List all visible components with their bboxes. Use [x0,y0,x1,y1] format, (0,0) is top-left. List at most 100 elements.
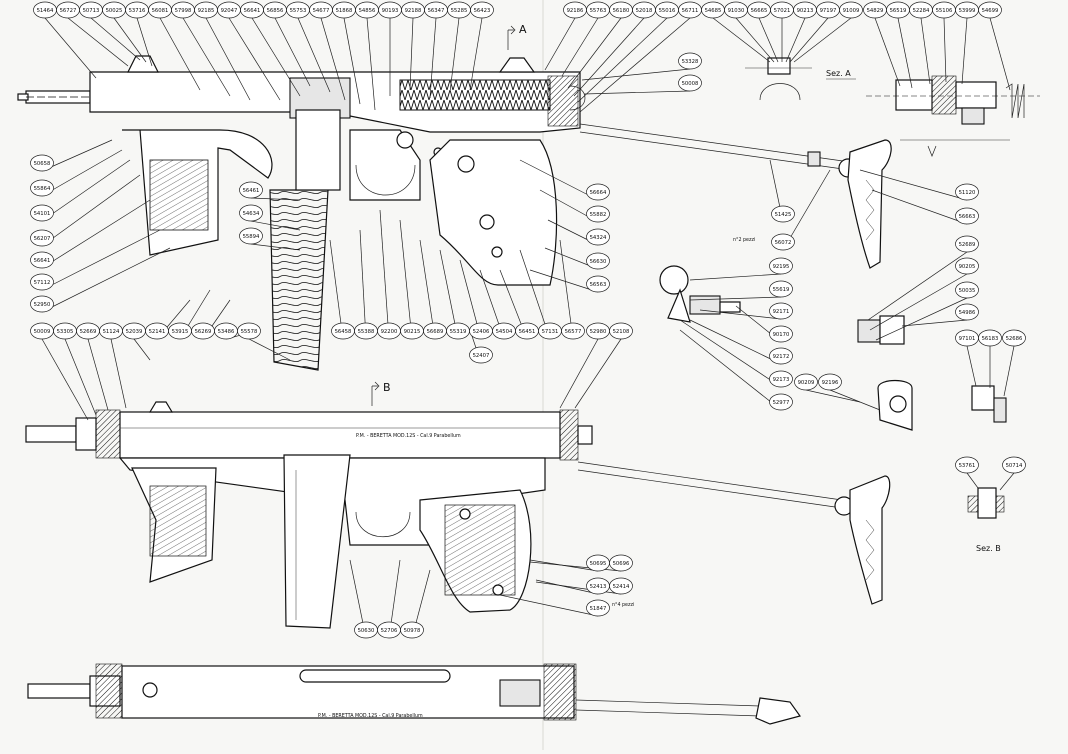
callout-b19: 56451 [515,322,539,340]
callout-bubble [239,227,263,245]
callout-b18: 54504 [492,322,516,340]
callout-bubble [771,205,795,223]
callout-bubble [469,346,493,364]
callout-t23: 56180 [609,1,633,19]
part-number: 55619 [773,287,790,293]
callout-bubble [30,154,54,172]
leader-line-n1 [966,472,979,489]
safety-exploded-detail: Sez. B [659,265,1007,553]
leader-line-t26 [579,17,691,113]
callout-b24: 52407 [469,346,493,364]
leader-line-r1 [581,68,691,81]
callout-bubble [237,322,261,340]
leader-line-s2 [871,189,968,225]
part-number: 52669 [80,329,97,335]
part-number: 92196 [822,380,839,386]
callout-t3: 50713 [79,1,103,19]
callout-k1: 52689 [955,235,979,253]
top-view: P.M. - BERETTA MOD.12S - Cal.9 Parabellu… [27,663,801,725]
callout-k4: 54986 [955,303,979,321]
callout-bubble [239,204,263,222]
leader-line-t2 [67,17,129,67]
leader-line-l6 [41,229,161,291]
callout-bubble [955,303,979,321]
part-number: 56519 [890,8,907,14]
part-number: 52284 [913,8,930,14]
part-number: 57021 [774,8,791,14]
part-number: 56207 [34,236,51,242]
callout-b20: 57131 [538,322,562,340]
leader-line-t21 [544,17,576,71]
leader-line-t5 [136,17,153,67]
part-number: 55894 [243,234,260,240]
leader-line-t18 [429,17,437,99]
leader-line-t19 [449,17,460,93]
part-number: 52406 [473,329,490,335]
callout-bubble [955,456,979,474]
callout-g8: 90209 [794,373,818,391]
leader-line-p3 [535,579,599,595]
callout-t7: 57998 [171,1,195,19]
leader-line-t28 [735,17,775,63]
callout-t33: 91009 [839,1,863,19]
part-number: 56664 [590,190,607,196]
leader-line-t10 [251,17,301,97]
callout-g9: 92196 [818,373,842,391]
part-number: 56727 [60,8,77,14]
callout-t8: 92185 [194,1,218,19]
part-number: 52980 [590,329,607,335]
section-b-letter: B [383,381,391,394]
callout-t39: 54699 [978,1,1002,19]
side-receiver [119,411,561,459]
callout-t2: 56727 [56,1,80,19]
part-number: 52414 [613,584,630,590]
leader-line-k1 [867,251,968,321]
callout-b14: 90215 [400,322,424,340]
part-number: 56563 [590,282,607,288]
leader-line-p5 [499,594,599,617]
callout-t28: 91030 [724,1,748,19]
leader-line-b12 [359,229,367,340]
section-b-marker: B [371,381,391,406]
callout-q2: 52706 [377,621,401,639]
callout-bubble [30,295,54,313]
callout-t19: 55285 [447,1,471,19]
part-number: 54685 [705,8,722,14]
section-a-letter: A [519,23,527,36]
leader-line-t17 [409,17,414,91]
leader-line-l4 [41,174,141,247]
barrel [25,90,91,104]
leader-line-c2 [250,220,301,231]
callout-t34: 54829 [863,1,887,19]
callout-bubble [769,280,793,298]
note-2-pieces: n°2 pezzi [733,237,755,243]
callout-p1: 50695 [586,554,610,572]
part-number: 50714 [1006,463,1023,469]
sez-a-label: Sez. A [826,69,851,78]
callout-b16: 55319 [446,322,470,340]
callout-l2: 55864 [30,179,54,197]
callout-bubble [609,322,633,340]
part-number: 56577 [565,329,582,335]
part-number: 56461 [243,188,260,194]
leader-line-t20 [469,17,483,91]
sez-b-label: Sez. B [976,544,1001,553]
part-number: 55882 [590,212,607,218]
part-number: 55285 [451,8,468,14]
part-number: 53305 [57,329,74,335]
callout-k5: 97101 [955,329,979,347]
part-number: 52977 [773,400,790,406]
callout-b21: 56577 [561,322,585,340]
callout-g4: 90170 [769,325,793,343]
leader-line-p4 [535,581,622,595]
callout-p4: 52414 [609,577,633,595]
part-number: 52018 [636,8,653,14]
part-number: 57998 [175,8,192,14]
callout-bubble [769,370,793,388]
part-number: 53915 [172,329,189,335]
leader-line-b10 [248,338,291,361]
callout-m1: 56664 [586,183,610,201]
magazine [269,189,329,371]
callout-t14: 51868 [332,1,356,19]
